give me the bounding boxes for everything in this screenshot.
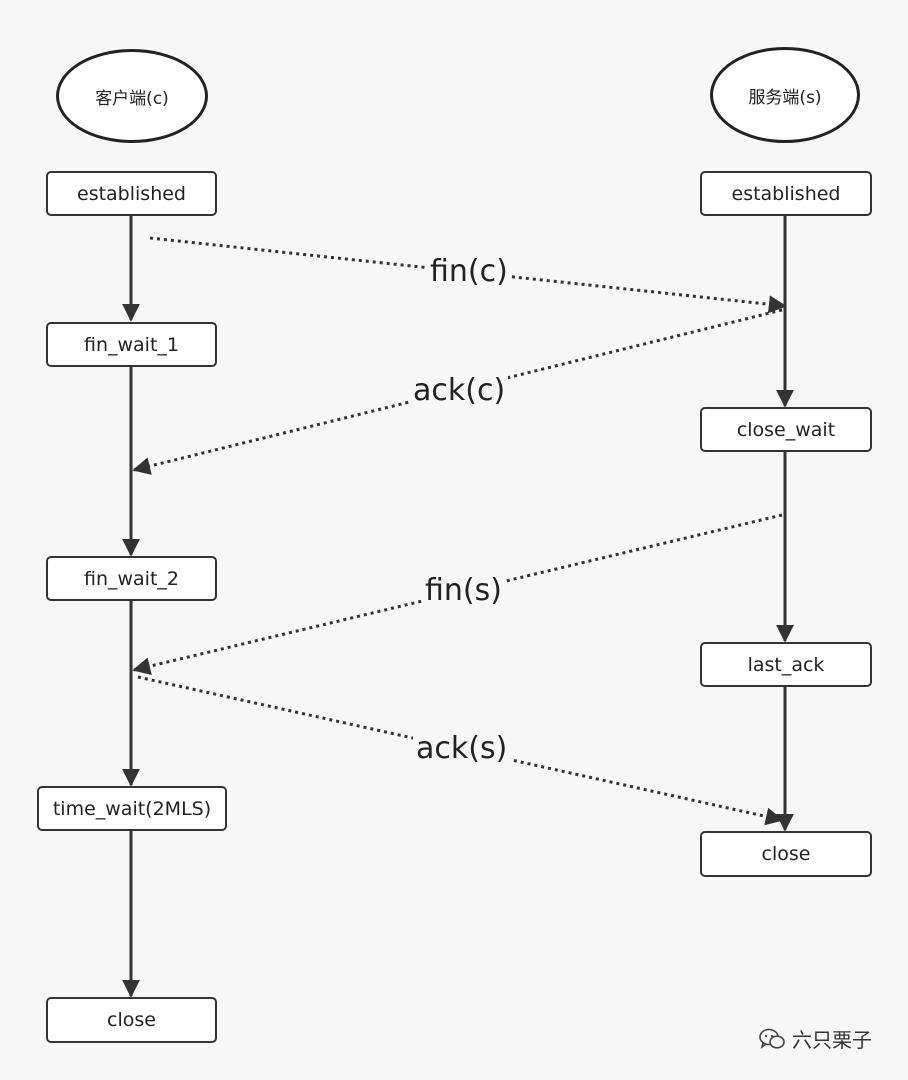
message-label-ack-s: ack(s)	[413, 731, 511, 767]
client-state-fin-wait-1: fin_wait_1	[46, 322, 217, 367]
server-title: 服务端(s)	[748, 87, 822, 108]
state-label: time_wait(2MLS)	[52, 797, 212, 820]
client-state-fin-wait-2: fin_wait_2	[46, 556, 217, 601]
server-state-last-ack: last_ack	[700, 642, 872, 687]
client-title: 客户端(c)	[95, 88, 169, 109]
client-state-time-wait: time_wait(2MLS)	[37, 786, 227, 831]
watermark: 六只栗子	[758, 1024, 872, 1053]
client-state-established: established	[46, 171, 217, 216]
server-state-close-wait: close_wait	[700, 407, 872, 452]
message-label-fin-s: fin(s)	[422, 573, 505, 609]
state-label: fin_wait_1	[83, 333, 179, 356]
client-participant: 客户端(c)	[56, 49, 208, 143]
watermark-text: 六只栗子	[792, 1028, 872, 1052]
message-line-fin-s	[132, 513, 783, 675]
state-label: established	[77, 182, 186, 205]
message-label-fin-c: fin(c)	[427, 254, 511, 290]
wechat-icon	[758, 1027, 786, 1051]
message-line-fin-c	[149, 236, 787, 314]
state-label: fin_wait_2	[83, 567, 179, 590]
state-label: close	[107, 1009, 156, 1031]
client-state-close: close	[46, 997, 217, 1043]
server-state-established: established	[700, 171, 872, 216]
message-label-ack-c: ack(c)	[410, 373, 509, 409]
server-participant: 服务端(s)	[710, 47, 860, 143]
state-label: close	[761, 843, 811, 865]
state-label: last_ack	[747, 653, 825, 676]
server-state-close: close	[700, 831, 872, 877]
state-label: close_wait	[736, 418, 836, 441]
state-label: established	[731, 182, 841, 205]
